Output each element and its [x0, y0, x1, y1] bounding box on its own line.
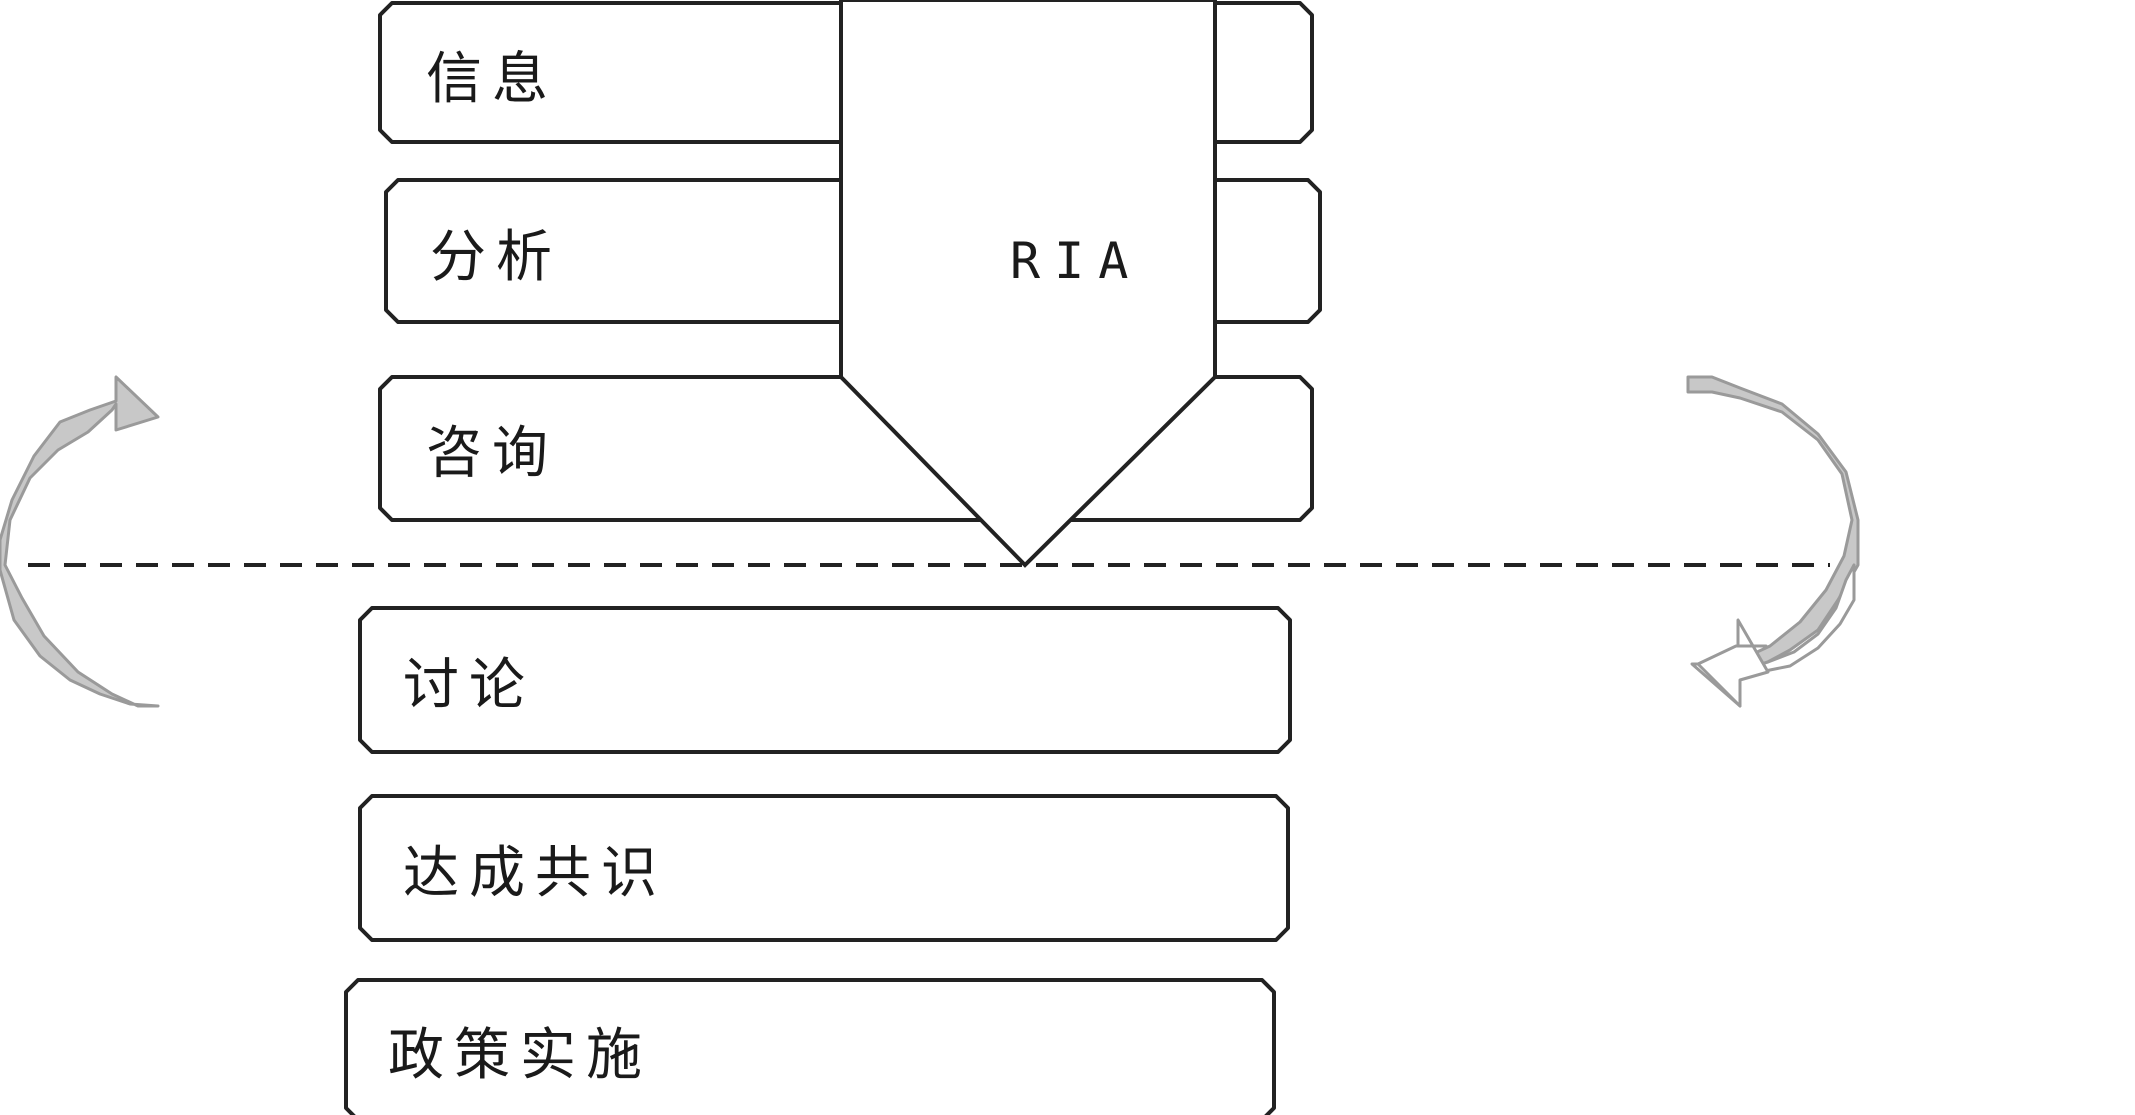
stage-box-policy-implementation-frame [344, 978, 1276, 1115]
curved-arrow-up-right-shape [0, 375, 160, 708]
stage-label-consensus: 达成共识 [403, 841, 667, 906]
stage-box-policy-implementation: 政策实施 [344, 978, 1276, 1115]
curved-arrow-down-left-arrowhead [1696, 618, 1770, 708]
stage-box-discussion-frame [358, 606, 1292, 754]
stage-label-consultation: 咨询 [426, 421, 558, 486]
stage-box-discussion: 讨论 [358, 606, 1292, 754]
ria-arrow-shape [839, 0, 1217, 568]
ria-label: RIA [1010, 232, 1142, 290]
stage-label-information: 信息 [426, 47, 558, 112]
stage-box-consensus: 达成共识 [358, 794, 1290, 942]
curved-arrow-down-left-icon [1686, 375, 1860, 708]
curved-arrow-up-right-icon [0, 375, 160, 708]
stage-label-analysis: 分析 [430, 225, 562, 290]
stage-label-policy-implementation: 政策实施 [388, 1023, 652, 1088]
ria-arrow: RIA [839, 0, 1217, 568]
stage-label-discussion: 讨论 [403, 653, 535, 718]
stage-box-consensus-frame [358, 794, 1290, 942]
